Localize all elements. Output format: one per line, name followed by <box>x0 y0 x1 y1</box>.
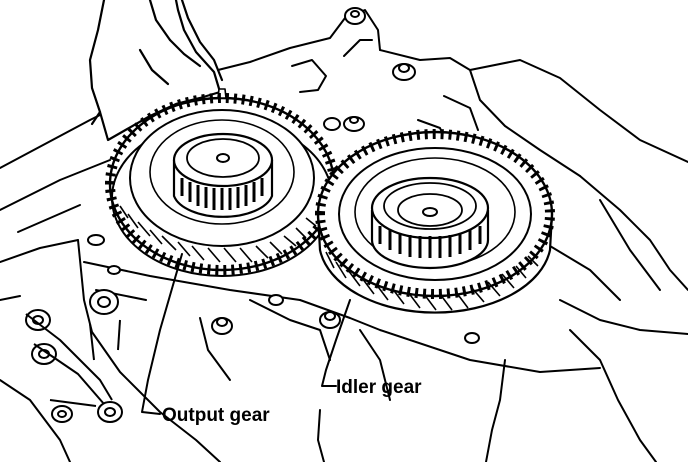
idler-gear <box>315 129 556 314</box>
housing-bolts <box>25 7 480 423</box>
output-gear-label: Output gear <box>162 405 270 426</box>
idler-gear-bearing <box>370 176 490 270</box>
output-gear-leader <box>141 253 183 415</box>
idler-gear-leader <box>321 299 351 387</box>
housing-bracket <box>25 313 121 407</box>
idler-gear-label: Idler gear <box>336 377 422 398</box>
output-gear-bearing <box>172 132 274 218</box>
leader-lines <box>141 253 351 415</box>
